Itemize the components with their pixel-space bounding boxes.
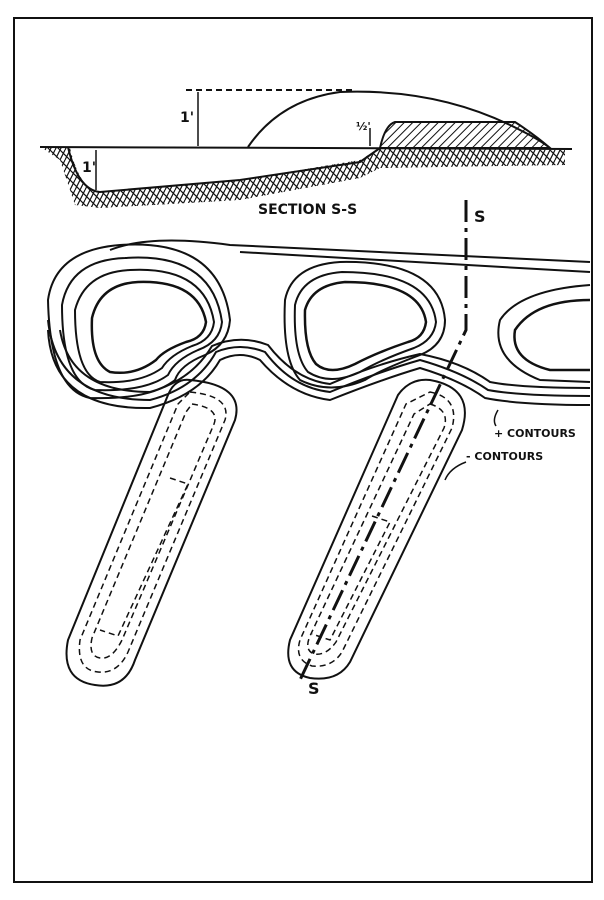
bank-hatched <box>378 121 553 149</box>
minus-leader <box>444 461 467 481</box>
section-mark-top: S <box>474 207 486 226</box>
section-line-s-s <box>298 200 468 681</box>
plus-contours-label: + CONTOURS <box>494 427 576 440</box>
plan-view: S S + CONTOURS - CONTOURS <box>46 200 591 698</box>
bank-contour-inner <box>239 251 591 273</box>
minus-contours-label: - CONTOURS <box>466 450 543 463</box>
bank-contour-outer <box>109 239 591 263</box>
section-mark-bottom: S <box>308 679 320 698</box>
section-view: 1' 1' ½' SECTION S-S <box>39 89 573 218</box>
section-title: SECTION S-S <box>258 202 357 218</box>
bank-dim-label: ½' <box>356 120 371 133</box>
soil-hatching <box>42 148 565 208</box>
ditch-profile <box>67 146 381 194</box>
frame-border <box>13 17 593 883</box>
pit-left <box>65 378 238 687</box>
plus-leader <box>493 409 499 427</box>
mound-dim-label: 1' <box>180 110 194 126</box>
pit-middle <box>287 378 466 680</box>
ditch-dim-label: 1' <box>82 160 96 176</box>
plus-contour-1 <box>47 329 591 410</box>
